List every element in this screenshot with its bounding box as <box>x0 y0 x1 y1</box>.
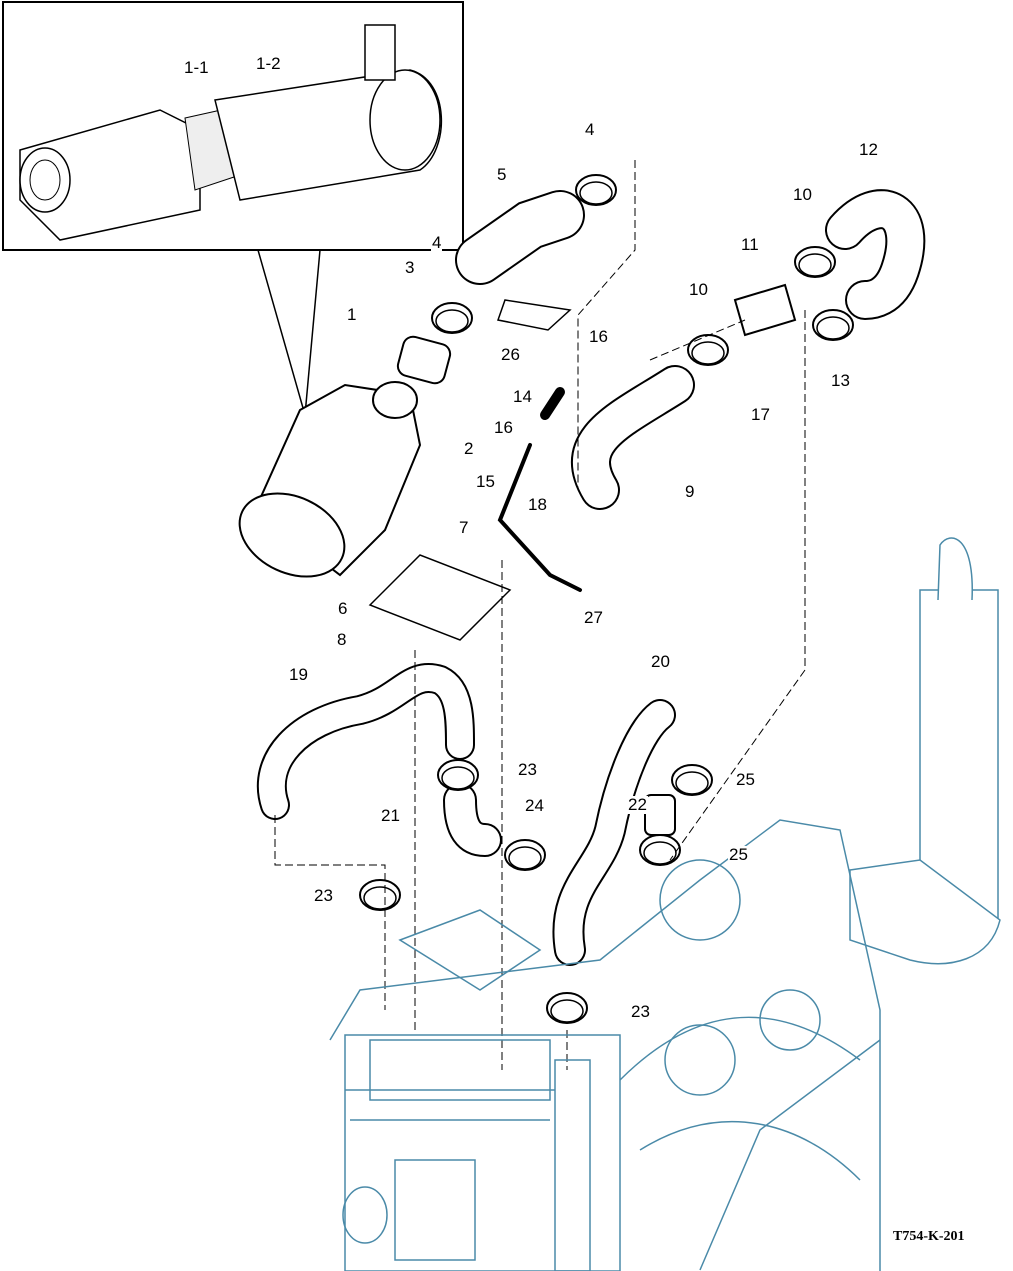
air-cleaner <box>238 381 422 578</box>
callout-5: 5 <box>496 165 508 184</box>
callout-1: 1 <box>346 305 358 324</box>
mounting-plate <box>368 554 512 641</box>
hoses <box>256 189 926 966</box>
callout-21: 21 <box>380 806 401 825</box>
gasket <box>497 299 572 331</box>
callout-27: 27 <box>583 608 604 627</box>
callout-16: 16 <box>588 327 609 346</box>
callout-23: 23 <box>630 1002 651 1021</box>
tube <box>733 283 797 337</box>
engine <box>329 819 881 1271</box>
callout-13: 13 <box>830 371 851 390</box>
callout-24: 24 <box>524 796 545 815</box>
callout-2: 2 <box>463 439 475 458</box>
callout-4: 4 <box>431 233 443 252</box>
callout-1-1: 1-1 <box>183 58 210 77</box>
callout-15: 15 <box>475 472 496 491</box>
callout-25: 25 <box>728 845 749 864</box>
callout-19: 19 <box>288 665 309 684</box>
callout-18: 18 <box>527 495 548 514</box>
figure-code: T754-K-201 <box>893 1229 965 1244</box>
callout-8: 8 <box>336 630 348 649</box>
callout-23: 23 <box>313 886 334 905</box>
callout-23: 23 <box>517 760 538 779</box>
callout-14: 14 <box>512 387 533 406</box>
callout-4: 4 <box>584 120 596 139</box>
callout-10: 10 <box>792 185 813 204</box>
assembly-lines <box>274 160 806 1070</box>
inset-detail-box <box>2 1 464 416</box>
callout-6: 6 <box>337 599 349 618</box>
callout-17: 17 <box>750 405 771 424</box>
callout-7: 7 <box>458 518 470 537</box>
callout-20: 20 <box>650 652 671 671</box>
callout-1-2: 1-2 <box>255 54 282 73</box>
exhaust-stack <box>849 537 1001 965</box>
callout-11: 11 <box>740 235 760 254</box>
callout-22: 22 <box>627 795 648 814</box>
callout-16: 16 <box>493 418 514 437</box>
callout-12: 12 <box>858 140 879 159</box>
callout-3: 3 <box>404 258 416 277</box>
callout-9: 9 <box>684 482 696 501</box>
callout-25: 25 <box>735 770 756 789</box>
callout-26: 26 <box>500 345 521 364</box>
callout-10: 10 <box>688 280 709 299</box>
